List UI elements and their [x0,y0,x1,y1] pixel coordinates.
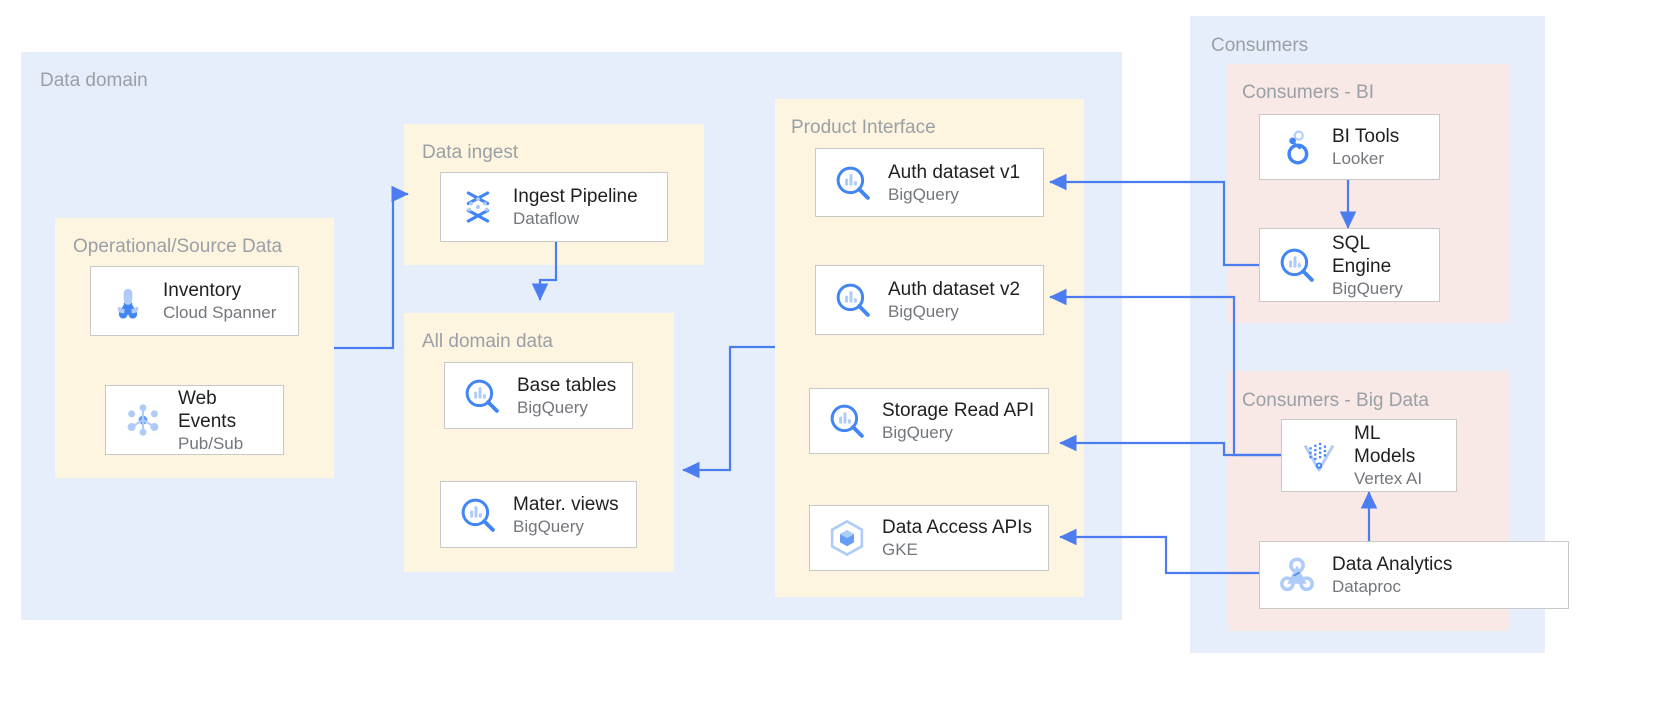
node-base-tables-sub: BigQuery [517,397,588,417]
node-web-events-title: Web Events [178,387,237,432]
node-base-tables[interactable]: Base tables BigQuery [444,362,633,429]
zone-operational-source-data-label: Operational/Source Data [73,236,283,257]
bigquery-icon [824,398,870,444]
node-inventory[interactable]: Inventory Cloud Spanner [90,266,299,336]
zone-product-interface-label: Product Interface [791,117,936,138]
node-sql-engine-title: SQL Engine [1332,232,1392,277]
node-data-analytics[interactable]: Data Analytics Dataproc [1259,541,1569,609]
node-data-access-apis-title: Data Access APIs [882,517,1032,538]
node-storage-read-api-sub: BigQuery [882,423,953,442]
node-auth-dataset-v1-text: Auth dataset v1 BigQuery [888,161,1020,205]
looker-icon [1274,124,1320,170]
bigquery-icon [830,160,876,206]
bigquery-icon [1274,242,1320,288]
node-auth-dataset-v2[interactable]: Auth dataset v2 BigQuery [815,265,1044,335]
zone-data-domain-label: Data domain [40,70,148,91]
node-ml-models-sub: Vertex AI [1354,469,1423,488]
node-auth-dataset-v2-sub: BigQuery [888,302,959,321]
node-auth-dataset-v1-sub: BigQuery [888,184,959,204]
node-inventory-text: Inventory Cloud Spanner [163,279,276,323]
node-auth-dataset-v2-title: Auth dataset v2 [888,279,1021,300]
node-data-access-apis-sub: GKE [882,540,918,559]
node-auth-dataset-v1[interactable]: Auth dataset v1 BigQuery [815,148,1044,217]
dataflow-icon [455,184,501,230]
node-ml-models[interactable]: ML Models Vertex AI [1281,419,1457,492]
gke-icon [824,515,870,561]
zone-all-domain-data-label: All domain data [422,331,553,352]
node-mater-views[interactable]: Mater. views BigQuery [440,481,637,548]
node-base-tables-title: Base tables [517,374,617,396]
zone-consumers-big-data-label: Consumers - Big Data [1242,390,1429,411]
node-inventory-title: Inventory [163,280,242,301]
node-data-access-apis[interactable]: Data Access APIs GKE [809,505,1049,571]
vertex-ai-icon [1296,433,1342,479]
node-web-events[interactable]: Web Events Pub/Sub [105,385,284,455]
node-ml-models-title: ML Models [1354,423,1416,467]
cloud-spanner-icon [105,278,151,324]
node-inventory-sub: Cloud Spanner [163,303,277,322]
node-bi-tools-text: BI Tools Looker [1332,125,1399,169]
node-ml-models-text: ML Models Vertex AI [1354,422,1422,489]
node-bi-tools-title: BI Tools [1332,126,1400,147]
node-ingest-pipeline[interactable]: Ingest Pipeline Dataflow [440,172,668,242]
node-sql-engine[interactable]: SQL Engine BigQuery [1259,228,1440,302]
node-sql-engine-text: SQL Engine BigQuery [1332,232,1403,299]
node-ingest-pipeline-text: Ingest Pipeline Dataflow [513,185,638,229]
zone-consumers-bi-label: Consumers - BI [1242,82,1374,103]
zone-data-ingest-label: Data ingest [422,142,519,163]
node-bi-tools[interactable]: BI Tools Looker [1259,114,1440,180]
node-auth-dataset-v2-text: Auth dataset v2 BigQuery [888,278,1020,322]
node-sql-engine-sub: BigQuery [1332,278,1403,298]
bigquery-icon [459,373,505,419]
zone-consumers-label: Consumers [1211,35,1309,56]
node-ingest-pipeline-title: Ingest Pipeline [513,186,638,207]
node-auth-dataset-v1-title: Auth dataset v1 [888,161,1021,183]
node-data-access-apis-text: Data Access APIs GKE [882,516,1032,560]
dataproc-icon [1274,552,1320,598]
node-mater-views-text: Mater. views BigQuery [513,493,619,537]
node-mater-views-title: Mater. views [513,493,619,515]
node-storage-read-api-text: Storage Read API BigQuery [882,399,1034,443]
node-storage-read-api[interactable]: Storage Read API BigQuery [809,388,1049,454]
node-mater-views-sub: BigQuery [513,516,584,536]
pubsub-icon [120,397,166,443]
bigquery-icon [455,492,501,538]
node-data-analytics-sub: Dataproc [1332,577,1401,596]
bigquery-icon [830,277,876,323]
node-base-tables-text: Base tables BigQuery [517,374,616,418]
node-data-analytics-title: Data Analytics [1332,554,1453,575]
node-ingest-pipeline-sub: Dataflow [513,209,580,228]
node-data-analytics-text: Data Analytics Dataproc [1332,553,1452,597]
node-web-events-sub: Pub/Sub [178,433,244,453]
node-bi-tools-sub: Looker [1332,149,1384,168]
node-storage-read-api-title: Storage Read API [882,400,1035,421]
node-web-events-text: Web Events Pub/Sub [178,387,243,454]
